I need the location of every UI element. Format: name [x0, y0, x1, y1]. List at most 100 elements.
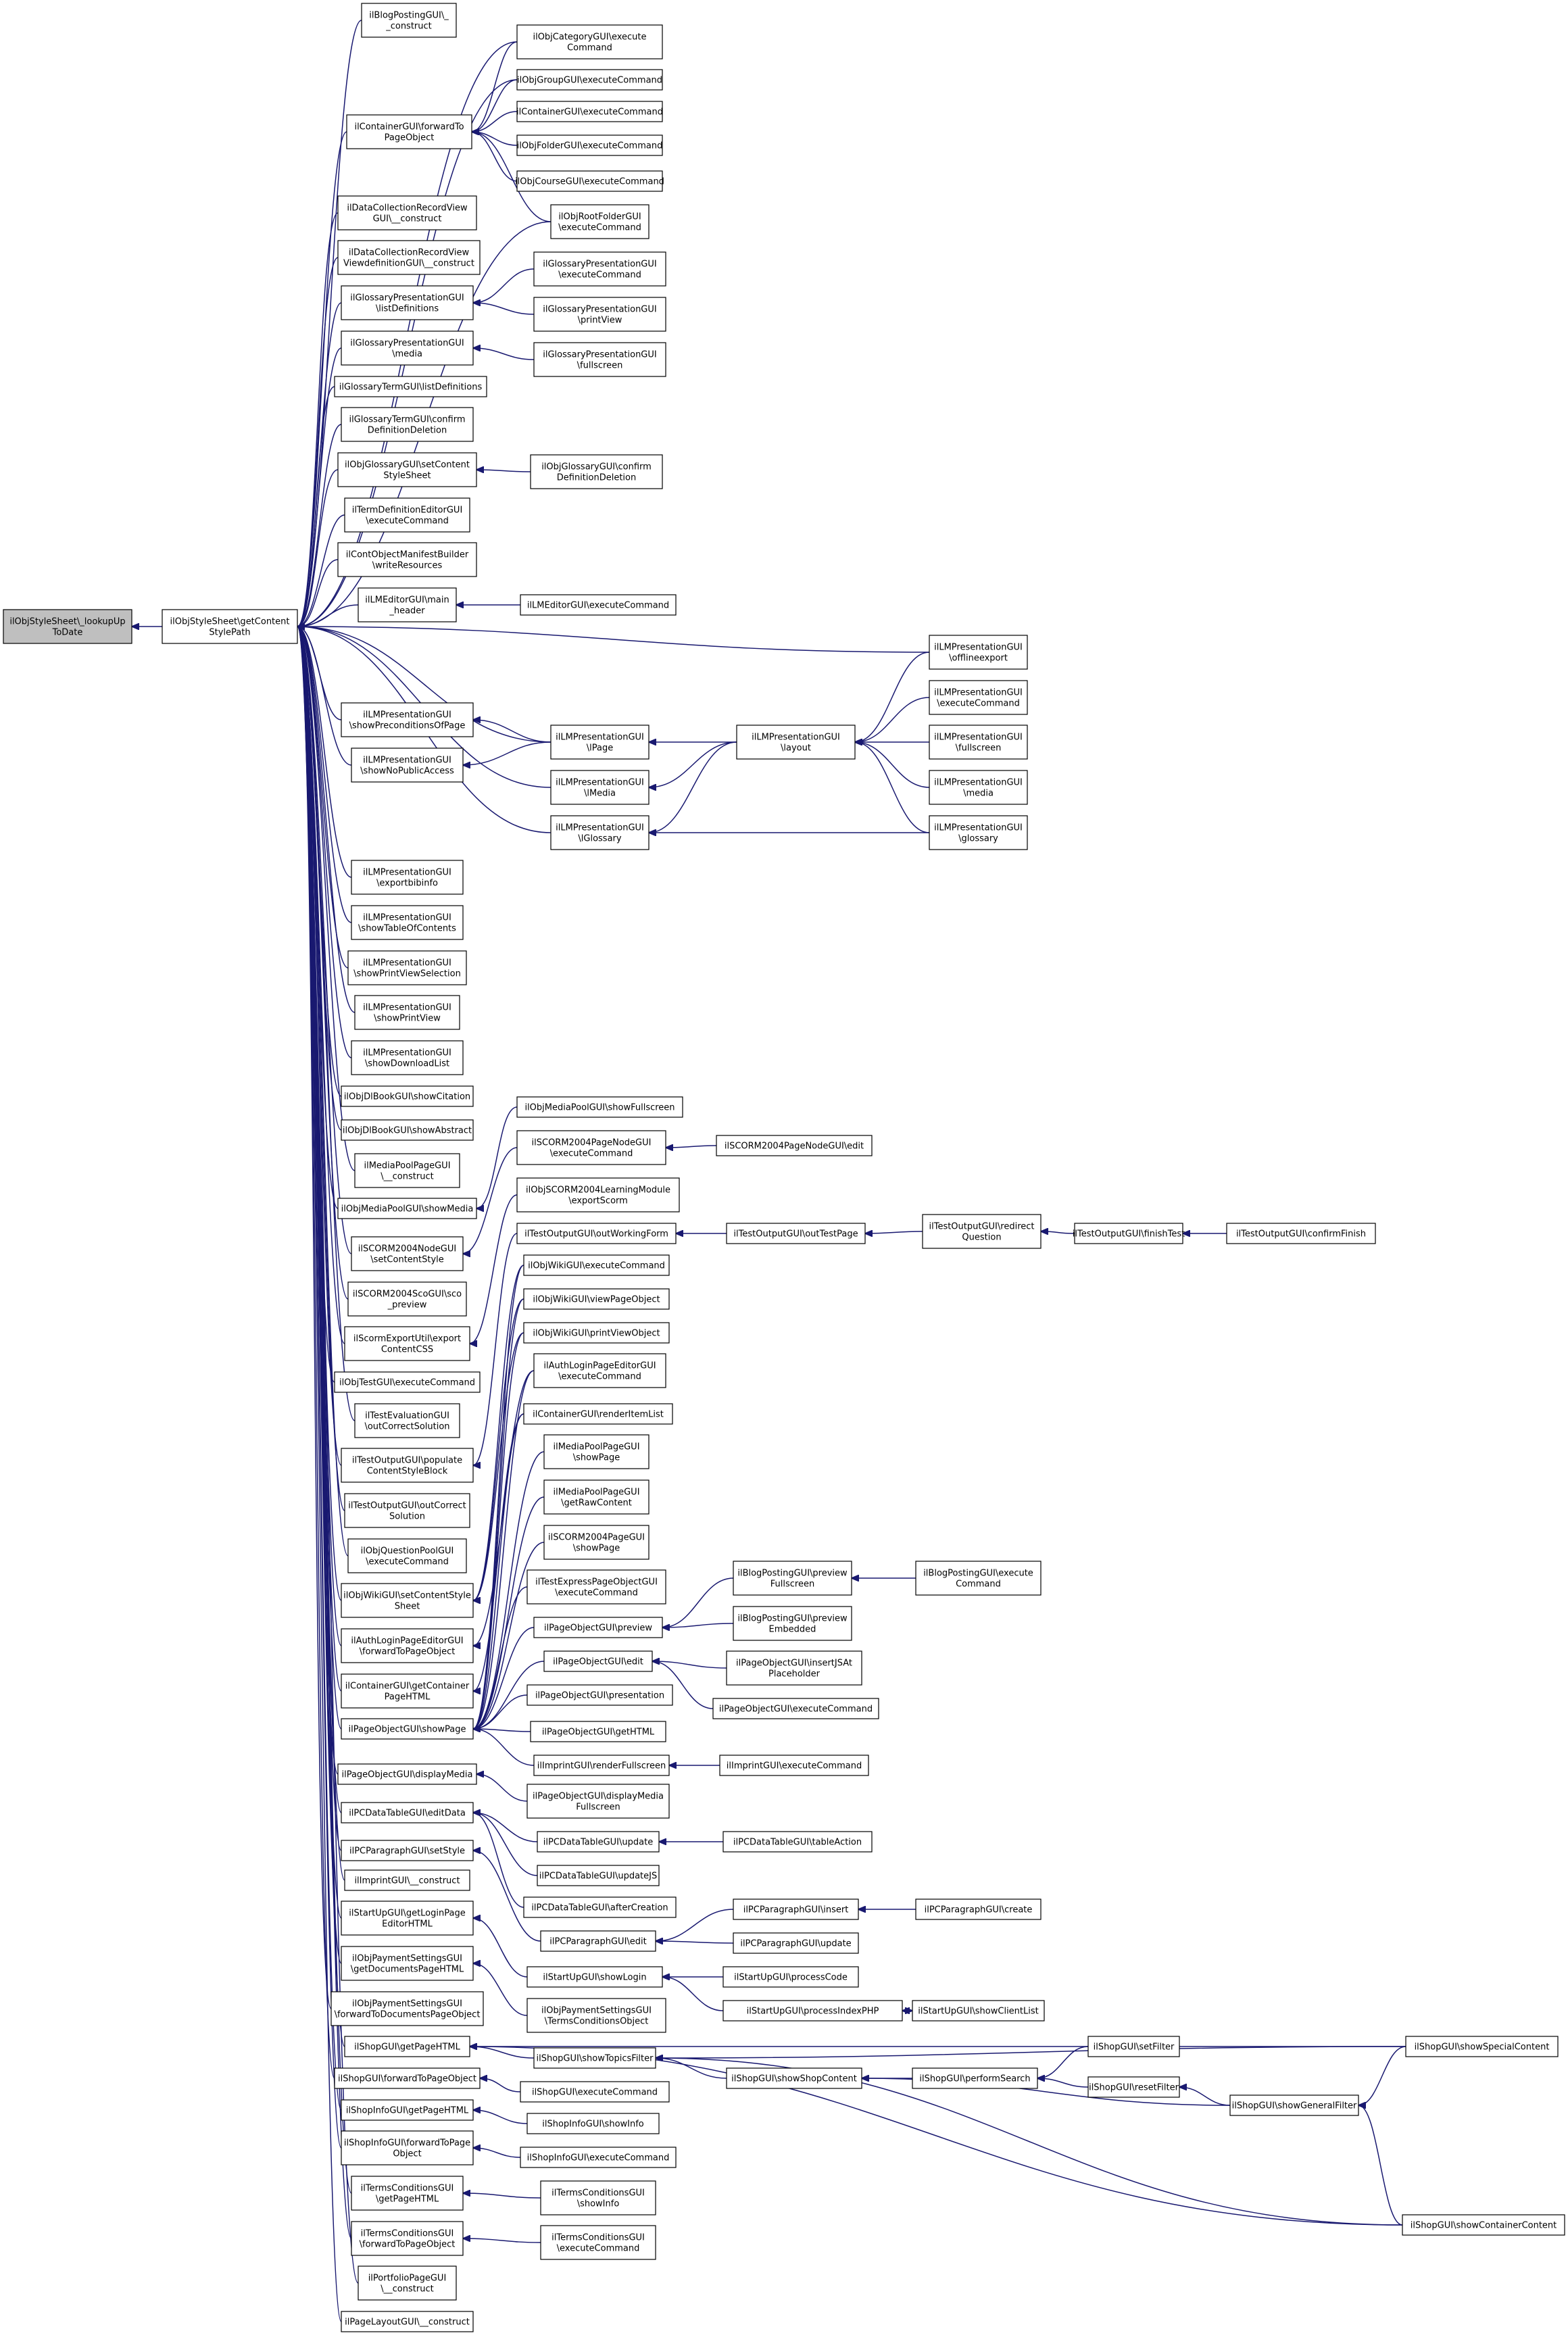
- node-box[interactable]: [1402, 2214, 1565, 2236]
- node-box[interactable]: [526, 1998, 666, 2033]
- node-box[interactable]: [540, 2180, 656, 2215]
- graph-node-a24[interactable]: ilSCORM2004NodeGUI\setContentStyle: [351, 1236, 464, 1271]
- node-box[interactable]: [341, 1673, 474, 1709]
- graph-node-f03[interactable]: ilShopGUI\showContainerContent: [1402, 2214, 1565, 2236]
- graph-node-a47[interactable]: ilTermsConditionsGUI\getPageHTML: [351, 2176, 464, 2211]
- node-box[interactable]: [516, 24, 663, 59]
- graph-node-c09[interactable]: ilPCDataTableGUI\tableAction: [722, 1831, 873, 1853]
- node-box[interactable]: [537, 1865, 660, 1886]
- graph-node-d05[interactable]: ilLMPresentationGUI\glossary: [929, 815, 1028, 850]
- node-box[interactable]: [550, 725, 650, 760]
- graph-node-a25[interactable]: ilSCORM2004ScoGUI\sco_preview: [347, 1281, 467, 1317]
- node-box[interactable]: [719, 1755, 869, 1776]
- graph-node-a06[interactable]: ilGlossaryPresentationGUI\media: [341, 330, 474, 366]
- node-box[interactable]: [341, 1901, 474, 1936]
- node-box[interactable]: [520, 2147, 677, 2168]
- node-box[interactable]: [733, 1932, 859, 1954]
- node-box[interactable]: [533, 1353, 666, 1388]
- node-box[interactable]: [540, 2225, 656, 2260]
- node-box[interactable]: [533, 297, 666, 332]
- node-box[interactable]: [337, 240, 481, 275]
- graph-node-b25[interactable]: ilMediaPoolPageGUI\getRawContent: [543, 1479, 650, 1515]
- node-box[interactable]: [915, 1898, 1042, 1920]
- graph-node-d03[interactable]: ilLMPresentationGUI\fullscreen: [929, 725, 1028, 760]
- graph-node-b08[interactable]: ilGlossaryPresentationGUI\printView: [533, 297, 666, 332]
- graph-node-e02[interactable]: ilShopGUI\setFilter: [1087, 2036, 1180, 2057]
- node-box[interactable]: [912, 2067, 1038, 2089]
- graph-node-d10[interactable]: ilShopGUI\performSearch: [912, 2067, 1038, 2089]
- graph-node-a37[interactable]: ilPCDataTableGUI\editData: [341, 1802, 474, 1823]
- graph-node-b20[interactable]: ilObjWikiGUI\viewPageObject: [523, 1288, 670, 1310]
- node-box[interactable]: [929, 770, 1028, 805]
- node-box[interactable]: [1405, 2036, 1559, 2057]
- graph-node-a49[interactable]: ilPortfolioPageGUI\__construct: [358, 2265, 457, 2301]
- node-box[interactable]: [523, 1254, 670, 1276]
- node-box[interactable]: [733, 1898, 859, 1920]
- graph-node-b02[interactable]: ilObjGroupGUI\executeCommand: [516, 69, 663, 91]
- graph-node-d01[interactable]: ilLMPresentationGUI\offlineexport: [929, 635, 1028, 670]
- graph-node-b42[interactable]: ilShopInfoGUI\showInfo: [526, 2113, 660, 2134]
- node-box[interactable]: [337, 1763, 477, 1785]
- node-box[interactable]: [351, 1040, 464, 1075]
- graph-node-a30[interactable]: ilTestOutputGUI\outCorrectSolution: [344, 1493, 470, 1528]
- graph-node-e01[interactable]: ilTestOutputGUI\finishTest: [1073, 1223, 1185, 1244]
- node-box[interactable]: [1229, 2094, 1359, 2116]
- node-box[interactable]: [537, 1831, 660, 1853]
- node-box[interactable]: [361, 3, 457, 38]
- node-box[interactable]: [929, 815, 1028, 850]
- node-box[interactable]: [733, 1606, 852, 1641]
- node-box[interactable]: [516, 69, 663, 91]
- graph-node-c11[interactable]: ilPCParagraphGUI\update: [733, 1932, 859, 1954]
- node-box[interactable]: [337, 195, 477, 230]
- graph-node-a16[interactable]: ilLMPresentationGUI\showTableOfContents: [351, 905, 464, 940]
- graph-node-a12[interactable]: ilLMEditorGUI\main_header: [358, 587, 457, 622]
- graph-node-a42[interactable]: ilObjPaymentSettingsGUI\forwardToDocumen…: [330, 1991, 484, 2026]
- node-box[interactable]: [341, 330, 474, 366]
- node-box[interactable]: [341, 1448, 474, 1483]
- graph-node-c08[interactable]: ilImprintGUI\executeCommand: [719, 1755, 869, 1776]
- graph-node-d07[interactable]: ilBlogPostingGUI\executeCommand: [915, 1561, 1042, 1596]
- graph-node-c02[interactable]: ilSCORM2004PageNodeGUI\edit: [716, 1135, 873, 1156]
- graph-node-c12[interactable]: ilStartUpGUI\processCode: [722, 1966, 859, 1988]
- node-box[interactable]: [530, 1721, 666, 1742]
- graph-node-b19[interactable]: ilObjWikiGUI\executeCommand: [523, 1254, 670, 1276]
- graph-node-b34[interactable]: ilPCDataTableGUI\update: [537, 1831, 660, 1853]
- node-box[interactable]: [347, 950, 467, 985]
- graph-node-d02[interactable]: ilLMPresentationGUI\executeCommand: [929, 680, 1028, 715]
- node-box[interactable]: [543, 1434, 650, 1469]
- node-box[interactable]: [520, 2081, 670, 2103]
- node-box[interactable]: [354, 1403, 460, 1438]
- graph-node-a21[interactable]: ilObjDlBookGUI\showAbstract: [341, 1119, 474, 1141]
- node-box[interactable]: [929, 635, 1028, 670]
- graph-node-b12[interactable]: ilLMPresentationGUI\lPage: [550, 725, 650, 760]
- graph-node-a31[interactable]: ilObjQuestionPoolGUI\executeCommand: [347, 1538, 467, 1573]
- node-box[interactable]: [351, 1236, 464, 1271]
- graph-node-b01[interactable]: ilObjCategoryGUI\executeCommand: [516, 24, 663, 59]
- graph-node-a05[interactable]: ilGlossaryPresentationGUI\listDefinition…: [341, 285, 474, 320]
- graph-node-b15[interactable]: ilObjMediaPoolGUI\showFullscreen: [516, 1096, 683, 1118]
- graph-node-b09[interactable]: ilGlossaryPresentationGUI\fullscreen: [533, 342, 666, 377]
- graph-node-b35[interactable]: ilPCDataTableGUI\updateJS: [537, 1865, 660, 1886]
- graph-node-b14[interactable]: ilLMPresentationGUI\lGlossary: [550, 815, 650, 850]
- node-box[interactable]: [344, 1326, 470, 1361]
- node-box[interactable]: [929, 725, 1028, 760]
- node-box[interactable]: [351, 748, 464, 783]
- node-box[interactable]: [341, 702, 474, 737]
- graph-node-b32[interactable]: ilImprintGUI\renderFullscreen: [533, 1755, 670, 1776]
- graph-node-a04[interactable]: ilDataCollectionRecordViewViewdefinition…: [337, 240, 481, 275]
- node-box[interactable]: [341, 2311, 474, 2332]
- node-box[interactable]: [354, 995, 460, 1030]
- node-box[interactable]: [523, 1288, 670, 1310]
- node-box[interactable]: [334, 376, 487, 397]
- node-box[interactable]: [337, 452, 477, 487]
- node-box[interactable]: [722, 1831, 873, 1853]
